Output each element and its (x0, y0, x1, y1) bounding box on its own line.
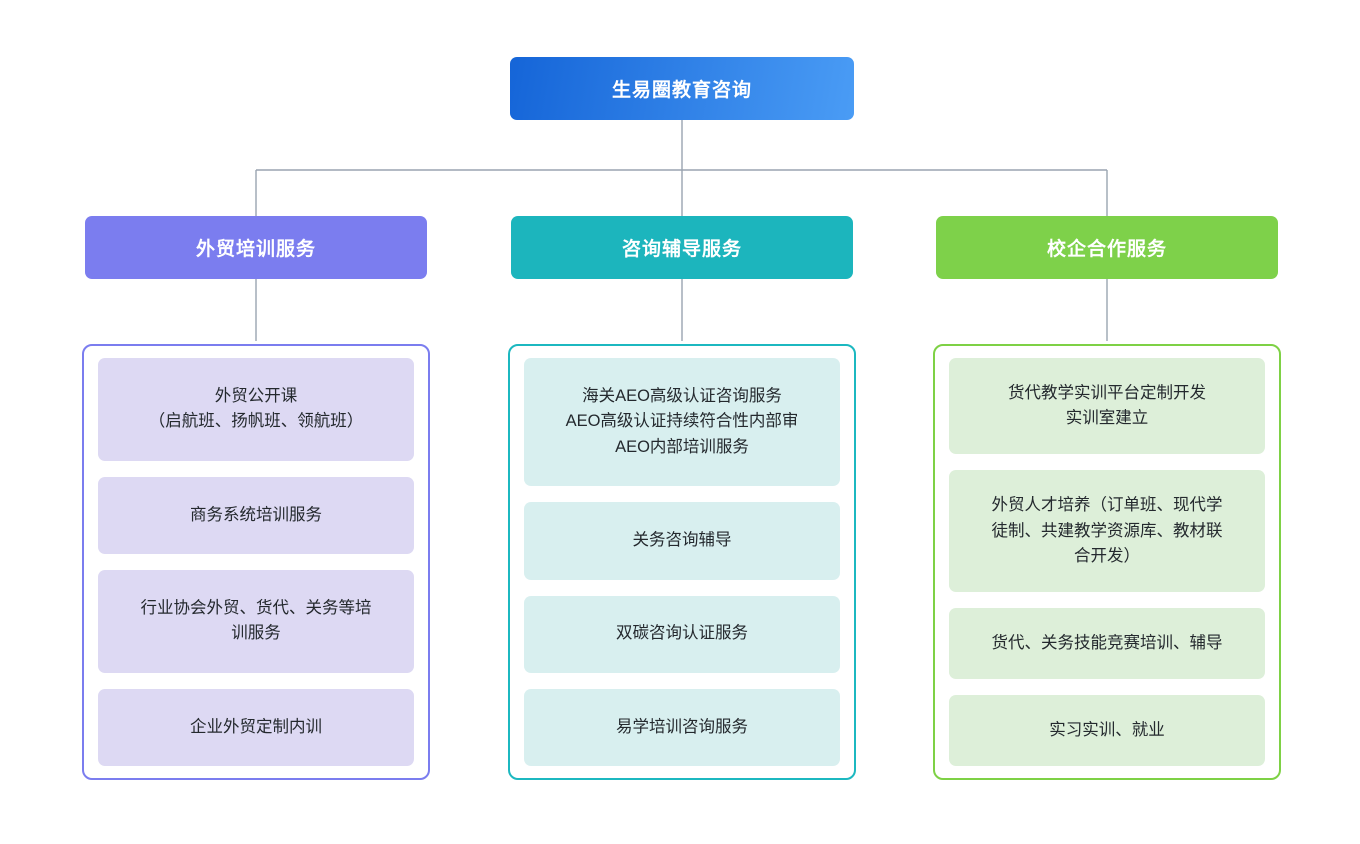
service-item-card[interactable]: 实习实训、就业 (949, 695, 1265, 766)
service-item-line: 企业外贸定制内训 (190, 717, 322, 736)
root-node[interactable]: 生易圈教育咨询 (510, 57, 854, 120)
service-item-line: 易学培训咨询服务 (616, 717, 748, 736)
service-item-text: 双碳咨询认证服务 (616, 621, 748, 647)
service-item-text: 货代、关务技能竞赛培训、辅导 (992, 631, 1223, 657)
service-item-line: AEO内部培训服务 (615, 437, 749, 456)
root-node-label: 生易圈教育咨询 (611, 80, 752, 101)
service-item-line: 合开发） (1074, 547, 1140, 566)
branch-header-2-label: 咨询辅导服务 (621, 239, 742, 260)
branch-header-1[interactable]: 外贸培训服务 (85, 216, 427, 279)
service-item-card[interactable]: 外贸人才培养（订单班、现代学徒制、共建教学资源库、教材联合开发） (949, 470, 1265, 593)
service-item-card[interactable]: 海关AEO高级认证咨询服务 AEO高级认证持续符合性内部审 AEO内部培训服务 (524, 358, 840, 487)
service-item-card[interactable]: 双碳咨询认证服务 (524, 595, 840, 673)
service-item-line: 货代、关务技能竞赛培训、辅导 (991, 633, 1223, 652)
service-item-line: 外贸公开课 (214, 386, 298, 405)
service-item-card[interactable]: 货代教学实训平台定制开发实训室建立 (949, 358, 1265, 455)
service-item-card[interactable]: 行业协会外贸、货代、关务等培训服务 (98, 570, 414, 673)
service-item-text: 易学培训咨询服务 (616, 715, 748, 741)
service-item-line: AEO高级认证持续符合性内部审 (565, 412, 799, 431)
service-item-text: 商务系统培训服务 (190, 503, 322, 529)
service-item-text: 行业协会外贸、货代、关务等培训服务 (141, 596, 372, 647)
service-item-line: 关务咨询辅导 (632, 531, 732, 550)
service-item-line: 商务系统培训服务 (190, 505, 322, 524)
service-item-line: 海关AEO高级认证咨询服务 (582, 386, 782, 405)
service-item-line: （启航班、扬帆班、领航班） (148, 412, 364, 431)
service-item-text: 企业外贸定制内训 (190, 715, 322, 741)
service-item-card[interactable]: 商务系统培训服务 (98, 476, 414, 554)
service-item-line: 行业协会外贸、货代、关务等培 (140, 598, 372, 617)
service-item-text: 关务咨询辅导 (633, 528, 732, 554)
service-item-card[interactable]: 企业外贸定制内训 (98, 688, 414, 766)
service-item-text: 外贸公开课 （启航班、扬帆班、领航班） (149, 384, 364, 435)
service-item-line: 实训室建立 (1065, 409, 1149, 428)
branch-column-3: 校企合作服务 货代教学实训平台定制开发实训室建立外贸人才培养（订单班、现代学徒制… (933, 216, 1281, 780)
service-item-line: 徒制、共建教学资源库、教材联 (991, 521, 1223, 540)
service-item-card[interactable]: 外贸公开课 （启航班、扬帆班、领航班） (98, 358, 414, 461)
service-item-line: 实习实训、就业 (1049, 720, 1165, 739)
service-item-card[interactable]: 货代、关务技能竞赛培训、辅导 (949, 608, 1265, 680)
branch-header-2[interactable]: 咨询辅导服务 (511, 216, 853, 279)
service-item-line: 外贸人才培养（订单班、现代学 (991, 496, 1223, 515)
service-item-text: 外贸人才培养（订单班、现代学徒制、共建教学资源库、教材联合开发） (992, 493, 1223, 570)
branch-column-1: 外贸培训服务 外贸公开课 （启航班、扬帆班、领航班） 商务系统培训服务行业协会外贸、… (82, 216, 430, 780)
service-item-line: 训服务 (231, 624, 281, 643)
service-item-line: 双碳咨询认证服务 (616, 624, 748, 643)
branch-header-1-label: 外贸培训服务 (195, 239, 316, 260)
service-item-line: 货代教学实训平台定制开发 (1008, 383, 1206, 402)
service-item-text: 海关AEO高级认证咨询服务 AEO高级认证持续符合性内部审 AEO内部培训服务 (566, 384, 799, 461)
service-item-card[interactable]: 关务咨询辅导 (524, 502, 840, 580)
branch-items-container-3: 货代教学实训平台定制开发实训室建立外贸人才培养（订单班、现代学徒制、共建教学资源… (933, 344, 1281, 780)
branch-header-3[interactable]: 校企合作服务 (936, 216, 1278, 279)
service-item-text: 实习实训、就业 (1049, 718, 1165, 744)
service-item-card[interactable]: 易学培训咨询服务 (524, 688, 840, 766)
branch-items-container-1: 外贸公开课 （启航班、扬帆班、领航班） 商务系统培训服务行业协会外贸、货代、关务等培… (82, 344, 430, 780)
branch-items-container-2: 海关AEO高级认证咨询服务 AEO高级认证持续符合性内部审 AEO内部培训服务关务咨… (508, 344, 856, 780)
branch-column-2: 咨询辅导服务 海关AEO高级认证咨询服务 AEO高级认证持续符合性内部审 AEO内部… (508, 216, 856, 780)
branch-header-3-label: 校企合作服务 (1046, 239, 1167, 260)
service-item-text: 货代教学实训平台定制开发实训室建立 (1008, 381, 1206, 432)
